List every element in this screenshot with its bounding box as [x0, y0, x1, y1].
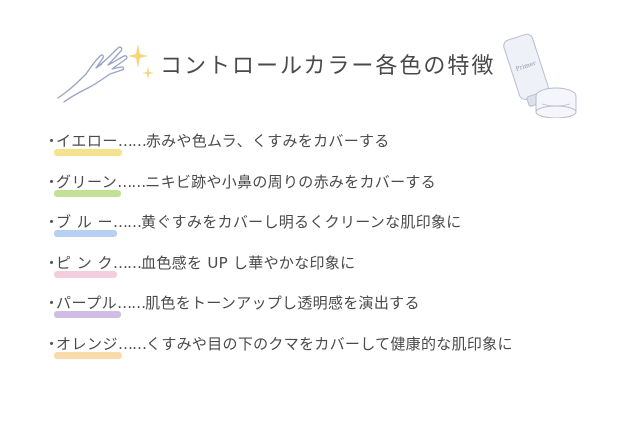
color-name: ピ ン ク	[56, 253, 114, 272]
color-feature-list: ・ イエロー …… 赤みや色ムラ、くすみをカバーする ・ グリーン …… ニキビ…	[44, 130, 624, 373]
page-title: コントロールカラー各色の特徴	[160, 54, 496, 79]
color-description: くすみや目の下のクマをカバーして健康的な肌印象に	[146, 334, 513, 353]
label-wrap: パープル	[54, 292, 122, 318]
highlight-marker	[54, 230, 118, 237]
color-description: 赤みや色ムラ、くすみをカバーする	[145, 132, 390, 150]
label-wrap: ピ ン ク	[54, 252, 118, 278]
highlight-marker	[54, 189, 122, 197]
highlight-marker	[54, 311, 122, 318]
label-wrap: ブ ル ー	[54, 211, 118, 237]
label-wrap: オレンジ	[54, 333, 123, 359]
hand-icon	[57, 46, 128, 103]
sparkle-icon	[128, 44, 154, 80]
color-description: 血色感を UP し華やかな印象に	[141, 253, 356, 272]
color-name: オレンジ	[56, 334, 119, 353]
label-wrap: イエロー	[54, 130, 122, 156]
bullet: ・	[44, 294, 60, 312]
list-item: ・ パープル …… 肌色をトーンアップし透明感を演出する	[44, 292, 624, 333]
list-item: ・ オレンジ …… くすみや目の下のクマをカバーして健康的な肌印象に	[44, 333, 624, 374]
dots: ……	[118, 334, 147, 353]
bullet: ・	[44, 334, 60, 353]
highlight-marker	[54, 149, 122, 156]
color-name: ブ ル ー	[56, 213, 114, 231]
header: コントロールカラー各色の特徴 Primer	[0, 0, 640, 120]
color-description: 肌色をトーンアップし透明感を演出する	[145, 294, 420, 312]
list-item: ・ ブ ル ー …… 黄ぐすみをカバーし明るくクリーンな肌印象に	[44, 211, 624, 252]
color-name: グリーン	[56, 172, 118, 191]
label-wrap: グリーン	[54, 171, 122, 197]
color-name: イエロー	[56, 132, 118, 150]
color-name: パープル	[56, 294, 118, 312]
dots: ……	[117, 172, 146, 191]
bullet: ・	[44, 132, 60, 150]
list-item: ・ ピ ン ク …… 血色感を UP し華やかな印象に	[44, 252, 624, 293]
bullet: ・	[44, 172, 60, 191]
color-description: ニキビ跡や小鼻の周りの赤みをカバーする	[145, 172, 436, 191]
dots: ……	[113, 253, 142, 272]
bullet: ・	[44, 213, 60, 231]
color-description: 黄ぐすみをカバーし明るくクリーンな肌印象に	[141, 213, 462, 231]
bullet: ・	[44, 253, 60, 272]
highlight-marker	[54, 351, 123, 359]
dots: ……	[113, 213, 142, 231]
list-item: ・ グリーン …… ニキビ跡や小鼻の周りの赤みをカバーする	[44, 171, 624, 212]
dots: ……	[117, 294, 146, 312]
dots: ……	[117, 132, 147, 150]
cosmetic-products-icon: Primer	[503, 33, 577, 118]
highlight-marker	[54, 270, 118, 278]
list-item: ・ イエロー …… 赤みや色ムラ、くすみをカバーする	[44, 130, 624, 171]
